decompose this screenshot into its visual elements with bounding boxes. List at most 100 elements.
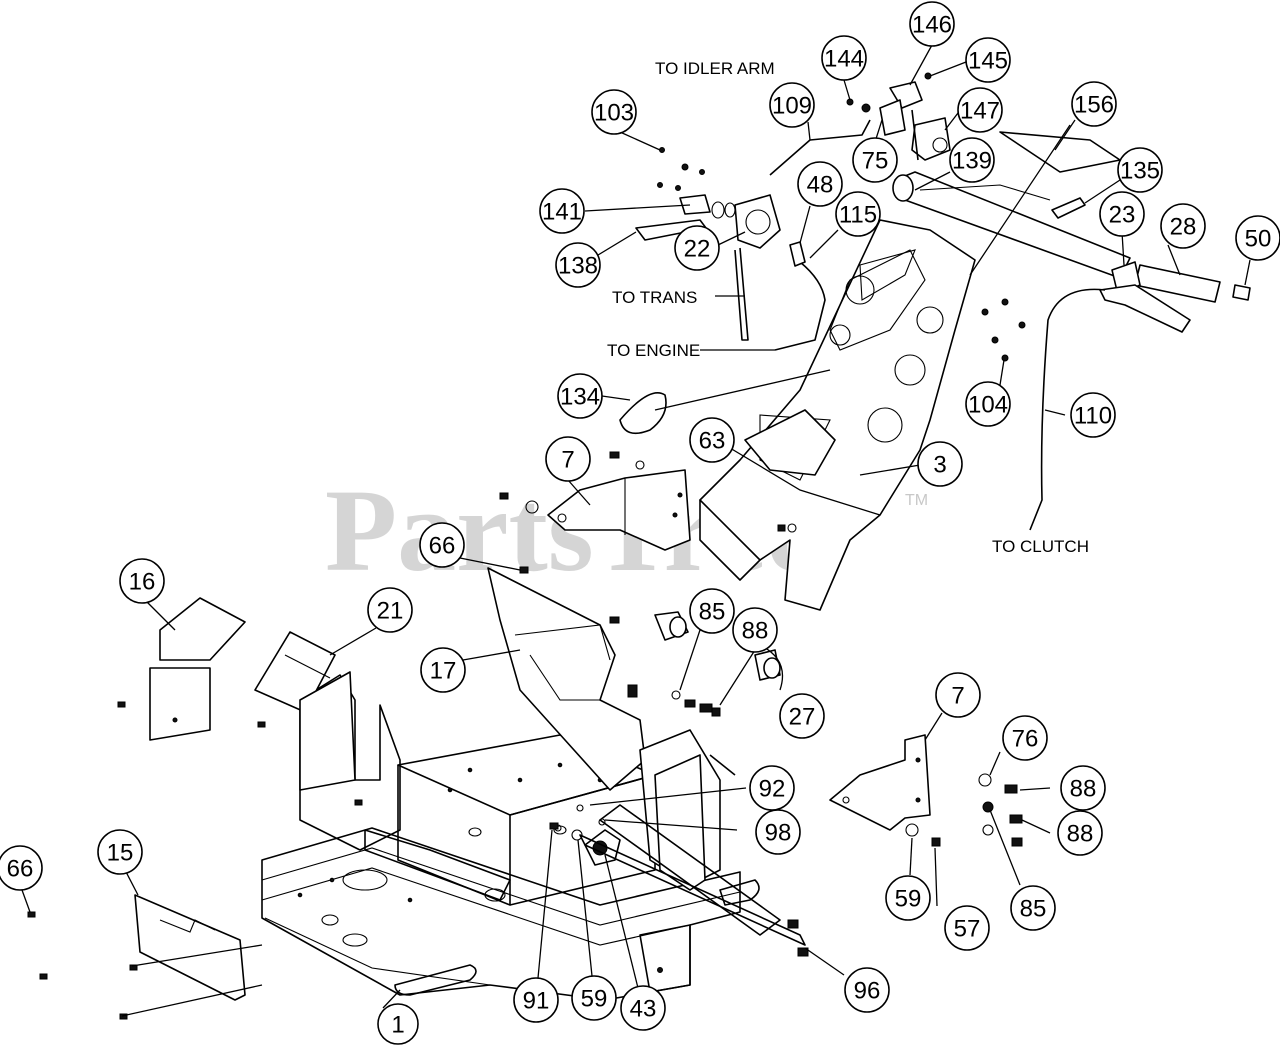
svg-text:3: 3: [933, 452, 946, 479]
callout-109: 109: [769, 82, 815, 128]
watermark-tm: TM: [905, 492, 928, 509]
svg-text:88: 88: [1070, 776, 1097, 803]
svg-text:85: 85: [699, 599, 726, 626]
svg-text:7: 7: [951, 683, 964, 710]
svg-text:156: 156: [1074, 92, 1114, 119]
clutch-lever-23: [1099, 261, 1191, 333]
decal-135: [1051, 197, 1086, 219]
callout-135: 135: [1117, 147, 1163, 193]
callout-21: 21: [367, 587, 413, 633]
callout-7-right: 7: [935, 672, 981, 718]
callout-59-right: 59: [885, 875, 931, 921]
decal-134: [619, 392, 667, 435]
callout-144: 144: [821, 35, 867, 81]
callout-57: 57: [944, 905, 990, 951]
svg-text:115: 115: [839, 202, 877, 229]
svg-text:27: 27: [789, 704, 816, 731]
note-to-engine: TO ENGINE: [607, 341, 700, 360]
connector-48: [789, 241, 806, 267]
callout-146: 146: [909, 1, 955, 47]
callout-85-right: 85: [1010, 885, 1056, 931]
callout-115: 115: [835, 191, 881, 237]
pivot-rod-96: [579, 834, 806, 946]
svg-text:43: 43: [630, 996, 657, 1023]
callout-88-left: 88: [732, 607, 778, 653]
fasteners: [27, 147, 1026, 1020]
bracket-21: [254, 631, 356, 791]
callout-23: 23: [1099, 191, 1145, 237]
svg-text:135: 135: [1120, 158, 1160, 185]
throttle-assembly: [635, 194, 781, 341]
callout-147: 147: [957, 87, 1003, 133]
svg-text:23: 23: [1109, 202, 1136, 229]
svg-text:110: 110: [1074, 403, 1112, 430]
svg-text:139: 139: [952, 148, 992, 175]
cable-110: [1029, 288, 1106, 531]
bracket-16: [149, 597, 246, 741]
svg-text:88: 88: [1067, 821, 1094, 848]
svg-text:85: 85: [1020, 896, 1047, 923]
svg-text:63: 63: [699, 428, 726, 455]
callout-88-upper-right: 88: [1060, 765, 1106, 811]
callout-43: 43: [620, 985, 666, 1031]
svg-text:76: 76: [1012, 726, 1039, 753]
callout-22: 22: [674, 225, 720, 271]
svg-text:96: 96: [854, 978, 881, 1005]
callout-85-left: 85: [689, 588, 735, 634]
svg-text:92: 92: [759, 776, 786, 803]
callout-139: 139: [949, 137, 995, 183]
svg-text:17: 17: [430, 658, 457, 685]
svg-text:109: 109: [772, 93, 812, 120]
center-channel: [364, 829, 511, 901]
svg-text:48: 48: [807, 172, 834, 199]
callout-134: 134: [557, 373, 603, 419]
bushings: [654, 611, 781, 681]
svg-text:91: 91: [523, 988, 550, 1015]
svg-text:98: 98: [765, 820, 792, 847]
callout-16: 16: [119, 558, 165, 604]
callout-1: 1: [377, 1003, 419, 1045]
callout-145: 145: [965, 37, 1011, 83]
callout-156: 156: [1071, 81, 1117, 127]
callout-103: 103: [591, 89, 637, 135]
svg-text:1: 1: [391, 1012, 404, 1039]
callout-3: 3: [917, 441, 963, 487]
svg-text:21: 21: [377, 598, 404, 625]
callout-63: 63: [689, 417, 735, 463]
decal-156: [999, 131, 1121, 173]
callout-91: 91: [513, 977, 559, 1023]
callout-76: 76: [1002, 715, 1048, 761]
end-cap-50: [1232, 284, 1251, 301]
callout-138: 138: [555, 242, 601, 288]
svg-text:16: 16: [129, 569, 156, 596]
svg-text:134: 134: [560, 384, 600, 411]
callout-96: 96: [844, 967, 890, 1013]
svg-text:50: 50: [1245, 226, 1272, 253]
pivot-rod-end: [719, 879, 760, 906]
svg-text:59: 59: [581, 986, 608, 1013]
svg-text:141: 141: [542, 199, 582, 226]
callout-66-left: 66: [0, 845, 43, 891]
svg-text:104: 104: [968, 392, 1008, 419]
callout-27: 27: [779, 693, 825, 739]
svg-text:88: 88: [742, 618, 769, 645]
svg-text:147: 147: [960, 98, 1000, 125]
cable-109: [769, 119, 871, 176]
callout-17: 17: [420, 647, 466, 693]
svg-text:138: 138: [558, 253, 598, 280]
svg-text:28: 28: [1170, 214, 1197, 241]
callout-92: 92: [749, 765, 795, 811]
callout-110: 110: [1070, 392, 1116, 438]
pivot-plates: [599, 729, 781, 936]
handle-tower: [699, 219, 976, 611]
note-to-trans: TO TRANS: [612, 288, 697, 307]
svg-text:15: 15: [107, 840, 134, 867]
svg-text:103: 103: [594, 100, 634, 127]
svg-text:146: 146: [912, 12, 952, 39]
note-to-clutch: TO CLUTCH: [992, 537, 1089, 556]
callout-66-top: 66: [419, 522, 465, 568]
callout-7-left: 7: [545, 436, 591, 482]
callout-98: 98: [755, 809, 801, 855]
shroud-17: [487, 567, 646, 791]
svg-text:57: 57: [954, 916, 981, 943]
